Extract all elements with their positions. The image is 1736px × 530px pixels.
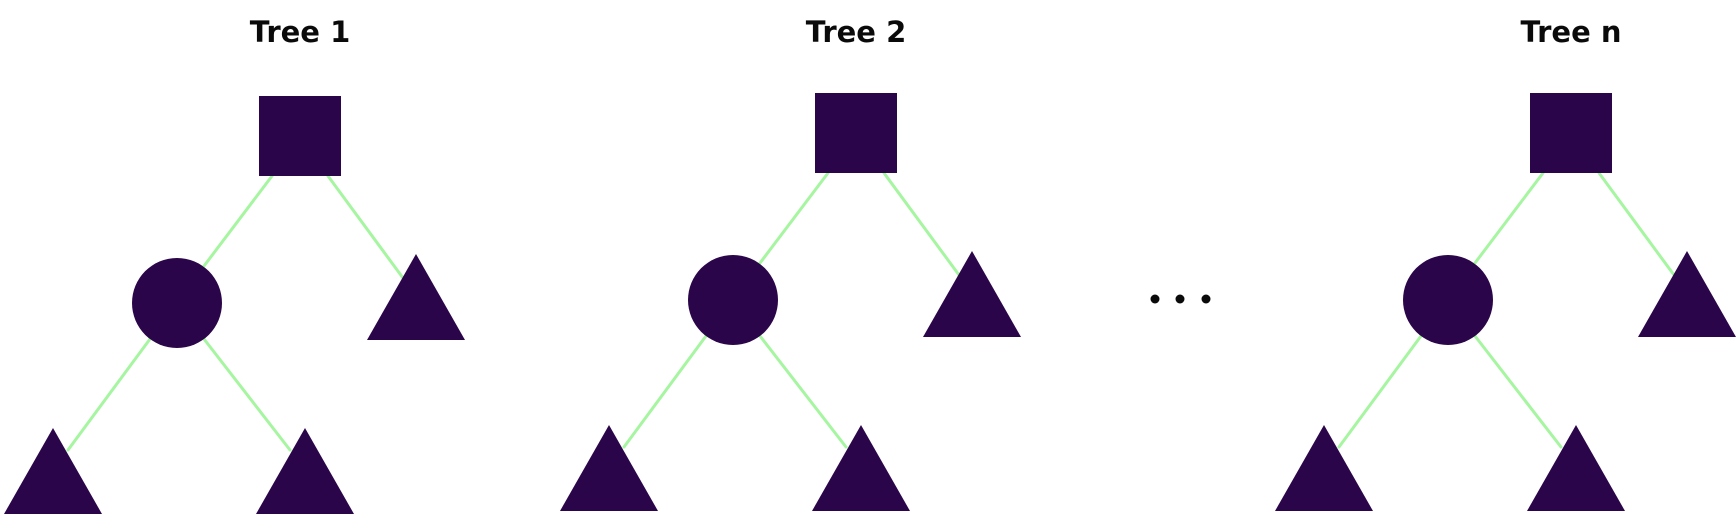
tree-n-leaf-triangle-middle — [1527, 425, 1625, 511]
tree-2-leaf-triangle-left — [560, 425, 658, 511]
tree-2-leaf-triangle-right — [923, 251, 1021, 337]
tree-1-title: Tree 1 — [249, 15, 351, 49]
tree-2-edge-circle-left-leaf — [622, 334, 708, 449]
tree-2-edge-root-circle — [758, 171, 830, 265]
tree-n-edge-root-leaf — [1597, 171, 1676, 277]
tree-n-title: Tree n — [1520, 15, 1622, 49]
tree-2-leaf-triangle-middle — [812, 425, 910, 511]
tree-n-edge-circle-right-leaf — [1473, 334, 1563, 449]
tree-1-edge-root-circle — [202, 174, 274, 268]
tree-2-title: Tree 2 — [805, 15, 907, 49]
tree-1-leaf-triangle-left — [4, 428, 102, 514]
ellipsis-dot-2 — [1175, 294, 1185, 304]
tree-n-leaf-triangle-left — [1275, 425, 1373, 511]
ellipsis-dot-3 — [1201, 294, 1211, 304]
tree-2-internal-circle-node — [688, 255, 778, 345]
tree-1-leaf-triangle-middle — [256, 428, 354, 514]
ellipsis-dot-1 — [1150, 294, 1160, 304]
tree-1-root-square-node — [259, 96, 341, 176]
tree-1-edge-circle-left-leaf — [66, 337, 152, 452]
tree-1-edge-circle-right-leaf — [202, 337, 292, 452]
tree-n-leaf-triangle-right — [1638, 251, 1736, 337]
tree-1-edge-root-leaf — [326, 174, 405, 280]
tree-n-edge-circle-left-leaf — [1337, 334, 1423, 449]
tree-2-root-square-node — [815, 93, 897, 173]
tree-n-internal-circle-node — [1403, 255, 1493, 345]
tree-1-internal-circle-node — [132, 258, 222, 348]
tree-n-edge-root-circle — [1473, 171, 1545, 265]
tree-1-leaf-triangle-right — [367, 254, 465, 340]
tree-2-edge-root-leaf — [882, 171, 961, 277]
tree-n-root-square-node — [1530, 93, 1612, 173]
tree-2-edge-circle-right-leaf — [758, 334, 848, 449]
